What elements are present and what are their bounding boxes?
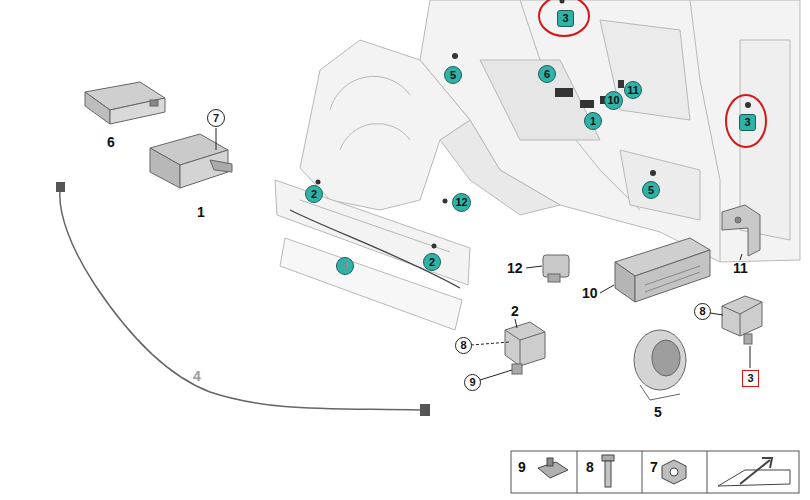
callout-marker: 1	[584, 112, 602, 130]
callout-number: 6	[107, 135, 115, 149]
callout-marker: 12	[452, 193, 471, 212]
callout-number: 3	[744, 117, 750, 128]
callout-number: 8	[460, 340, 466, 351]
callout-number: 2	[429, 257, 435, 268]
callout-number: 8	[699, 306, 705, 317]
callout-number: 3	[562, 13, 568, 24]
callout-circle: 7	[207, 109, 225, 127]
callout-marker: 3	[739, 114, 756, 131]
callout-marker: 6	[538, 65, 556, 83]
callout-number: 12	[455, 197, 467, 208]
callout-marker: 5	[444, 66, 462, 84]
callout-number: 8	[586, 460, 594, 474]
callout-circle: 8	[455, 337, 472, 354]
callout-number: 3	[747, 373, 753, 384]
callout-number: 12	[507, 261, 523, 275]
callout-number: 1	[590, 116, 596, 127]
callout-circle: 8	[694, 303, 711, 320]
callout-marker: 3	[557, 10, 574, 27]
callout-number: 2	[311, 189, 317, 200]
callout-marker: 11	[624, 81, 642, 99]
callout-number: 7	[213, 113, 219, 124]
callout-marker: 10	[604, 91, 623, 110]
callout-number: 5	[450, 70, 456, 81]
callout-number: 2	[511, 304, 519, 318]
callout-number: 7	[650, 460, 658, 474]
callout-number: 10	[582, 286, 598, 300]
callout-number: 5	[648, 185, 654, 196]
callout-number: 9	[518, 460, 526, 474]
callout-marker: 4	[336, 257, 354, 275]
callout-number: 4	[193, 369, 201, 383]
callout-marker: 2	[305, 185, 323, 203]
callout-marker: 5	[642, 181, 660, 199]
callout-number: 5	[654, 405, 662, 419]
callout-number: 6	[544, 69, 550, 80]
callout-marker: 2	[423, 253, 441, 271]
callout-number: 11	[627, 85, 639, 96]
callout-number: 9	[469, 377, 475, 388]
callout-number: 4	[342, 261, 348, 272]
callout-box: 3	[742, 370, 759, 387]
callout-number: 10	[607, 95, 619, 106]
callout-number: 1	[197, 205, 205, 219]
callout-circle: 9	[464, 374, 481, 391]
callout-number: 11	[733, 261, 748, 275]
